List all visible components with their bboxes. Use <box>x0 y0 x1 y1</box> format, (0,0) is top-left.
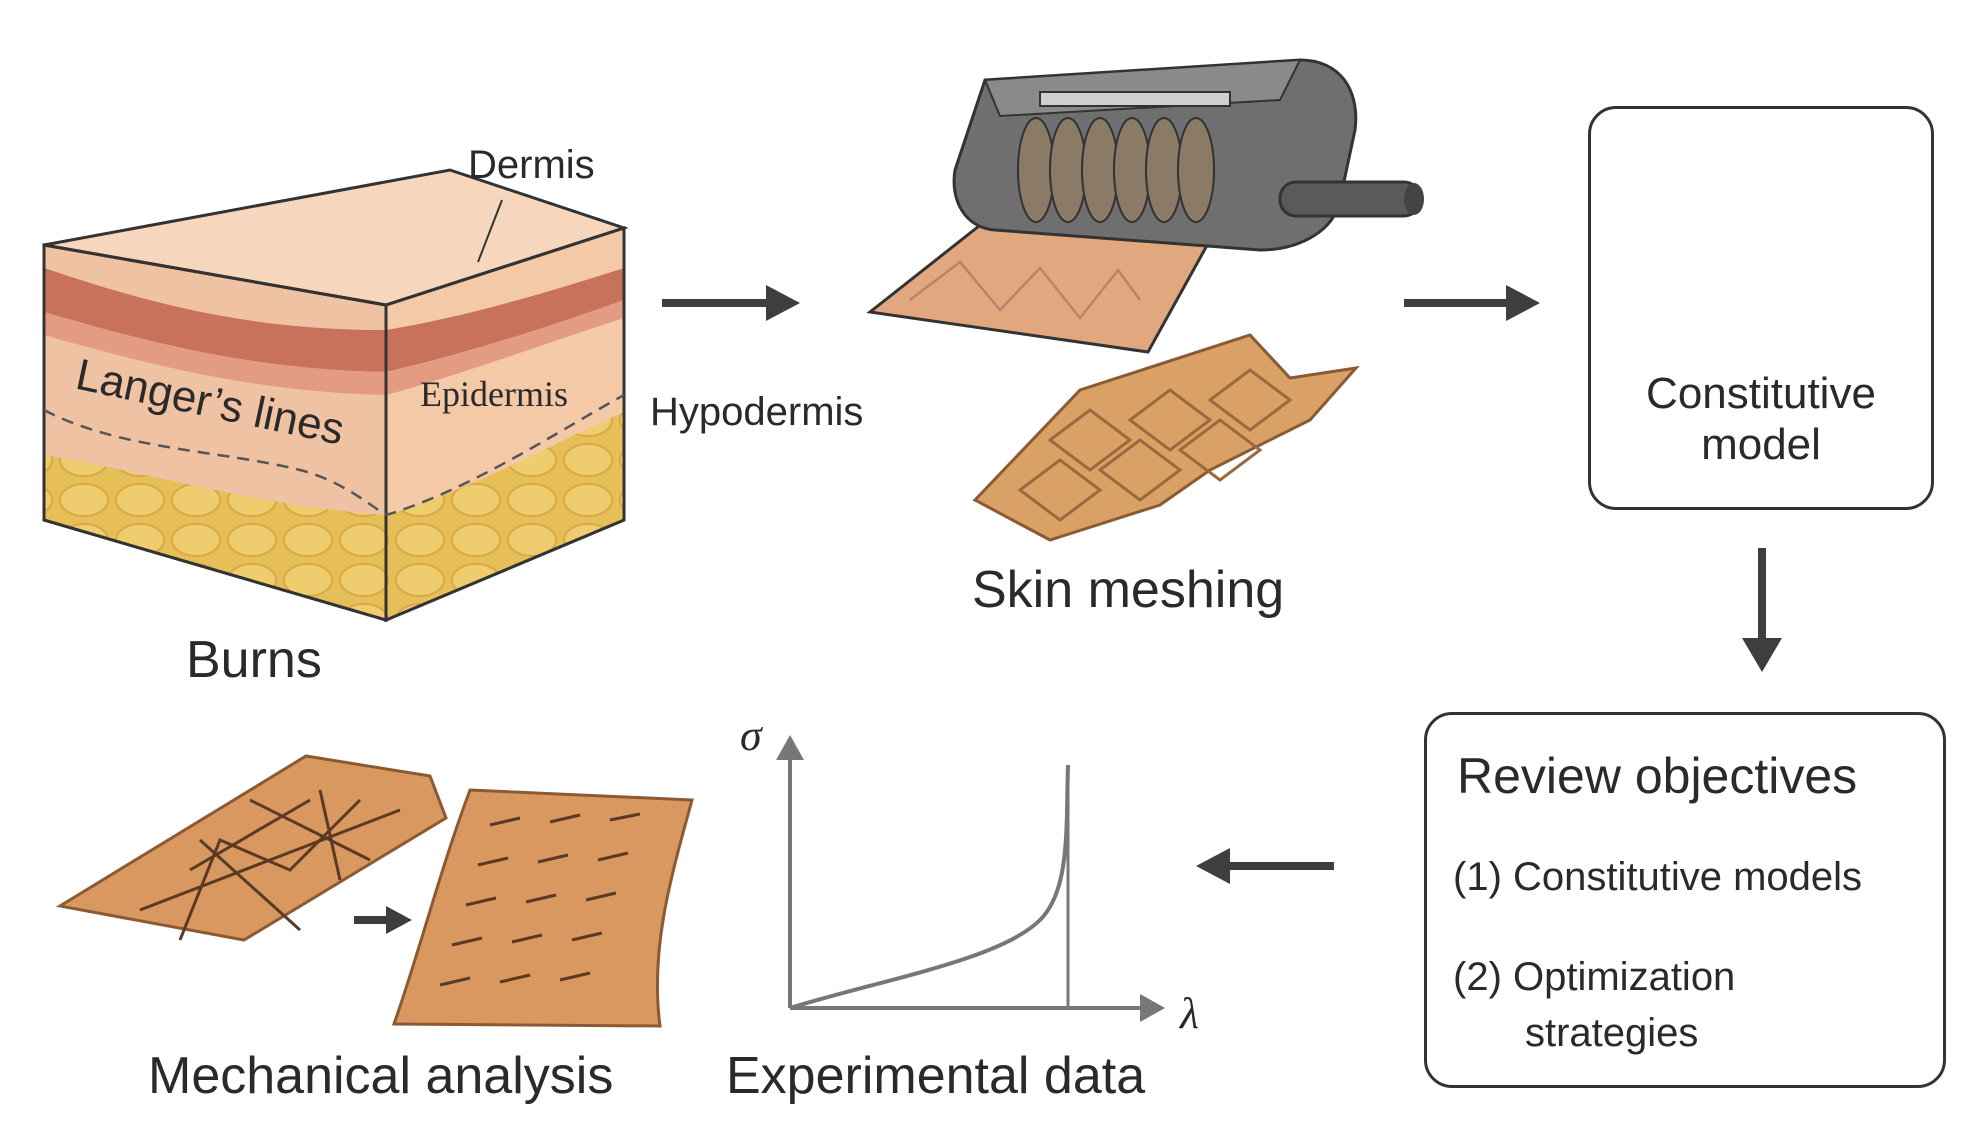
review-objectives-title: Review objectives <box>1457 748 1858 804</box>
review-item-2-line1: (2) Optimization <box>1453 955 1736 999</box>
epidermis-label: Epidermis <box>420 374 568 414</box>
mesher-machine-icon <box>866 58 1424 354</box>
stress-strain-curve-icon <box>776 735 1165 1022</box>
constitutive-model-label: Constitutive model <box>1591 369 1931 470</box>
experimental-data-caption: Experimental data <box>726 1047 1146 1105</box>
hypodermis-label: Hypodermis <box>650 390 864 434</box>
constitutive-label-line2: model <box>1701 419 1821 469</box>
review-item-1: (1) Constitutive models <box>1453 855 1863 899</box>
review-objectives-box: Review objectives (1) Constitutive model… <box>1424 712 1946 1088</box>
constitutive-label-line1: Constitutive <box>1646 369 1876 418</box>
lambda-axis-label: λ <box>1180 989 1200 1038</box>
arrow-right-icon <box>662 285 800 321</box>
skin-block-icon <box>42 168 629 623</box>
arrow-left-icon <box>1196 848 1334 884</box>
skin-patch-icon <box>55 754 448 942</box>
deformed-skin-icon <box>391 788 694 1028</box>
mechanical-analysis-caption: Mechanical analysis <box>148 1047 614 1105</box>
arrow-down-icon <box>1742 548 1782 672</box>
constitutive-model-box: Constitutive model <box>1588 106 1934 510</box>
dermis-label: Dermis <box>468 143 595 187</box>
meshed-skin-icon <box>972 333 1360 542</box>
review-item-2-line2: strategies <box>1525 1011 1699 1055</box>
sigma-axis-label: σ <box>740 711 762 760</box>
arrow-right-icon <box>354 906 412 934</box>
arrow-right-icon <box>1404 285 1540 321</box>
burns-caption: Burns <box>186 631 322 689</box>
skin-meshing-caption: Skin meshing <box>972 561 1285 619</box>
